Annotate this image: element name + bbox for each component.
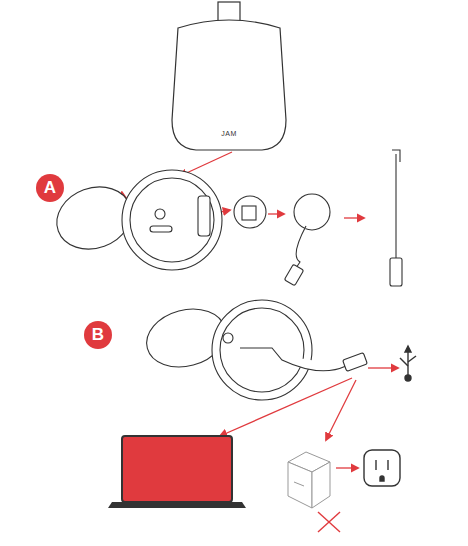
speaker xyxy=(172,2,286,150)
step-badge: A xyxy=(36,174,64,202)
step-letter: A xyxy=(44,178,56,198)
adapter xyxy=(288,452,340,532)
arrows xyxy=(105,152,398,468)
step-letter: B xyxy=(92,325,104,345)
base-b xyxy=(140,300,367,400)
laptop xyxy=(108,436,246,508)
step-badge: B xyxy=(84,321,112,349)
brand-logo: JAM xyxy=(221,130,237,137)
usb-symbol xyxy=(400,346,416,381)
base-a xyxy=(48,150,402,286)
wall-outlet xyxy=(364,450,400,486)
